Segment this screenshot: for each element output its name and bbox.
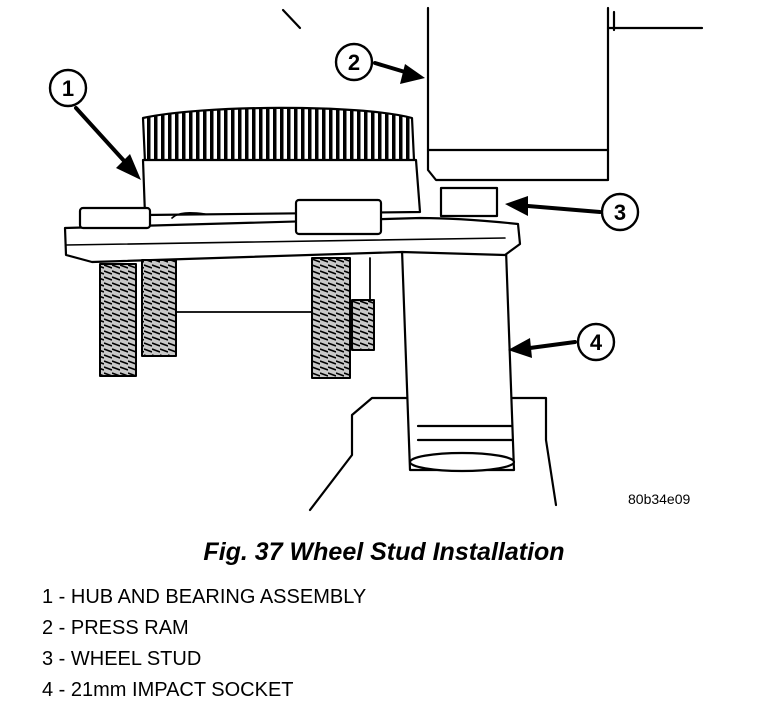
callout-label-4: 4 (590, 330, 603, 355)
hub-assembly (63, 106, 522, 313)
legend-item: 4 - 21mm IMPACT SOCKET (42, 679, 294, 701)
callout-label-1: 1 (62, 76, 74, 101)
callout-2 (334, 42, 374, 82)
callout-3 (600, 192, 640, 232)
legend-item: 2 - PRESS RAM (42, 617, 189, 639)
figure-caption: Fig. 37 Wheel Stud Installation (203, 538, 565, 566)
callout-4 (576, 322, 616, 362)
technical-illustration: 1 2 3 4 (48, 6, 704, 512)
legend-item: 3 - WHEEL STUD (42, 648, 202, 670)
callout-label-2: 2 (348, 50, 360, 75)
legend-list: 1 - HUB AND BEARING ASSEMBLY 2 - PRESS R… (42, 582, 366, 706)
callout-label-3: 3 (614, 200, 626, 225)
impact-socket (400, 248, 516, 473)
figure-code: 80b34e09 (628, 491, 691, 507)
press-base (308, 396, 558, 512)
callout-1 (48, 68, 88, 108)
legend-item: 1 - HUB AND BEARING ASSEMBLY (42, 586, 367, 608)
wheel-studs (99, 257, 375, 379)
press-ram (426, 6, 704, 182)
